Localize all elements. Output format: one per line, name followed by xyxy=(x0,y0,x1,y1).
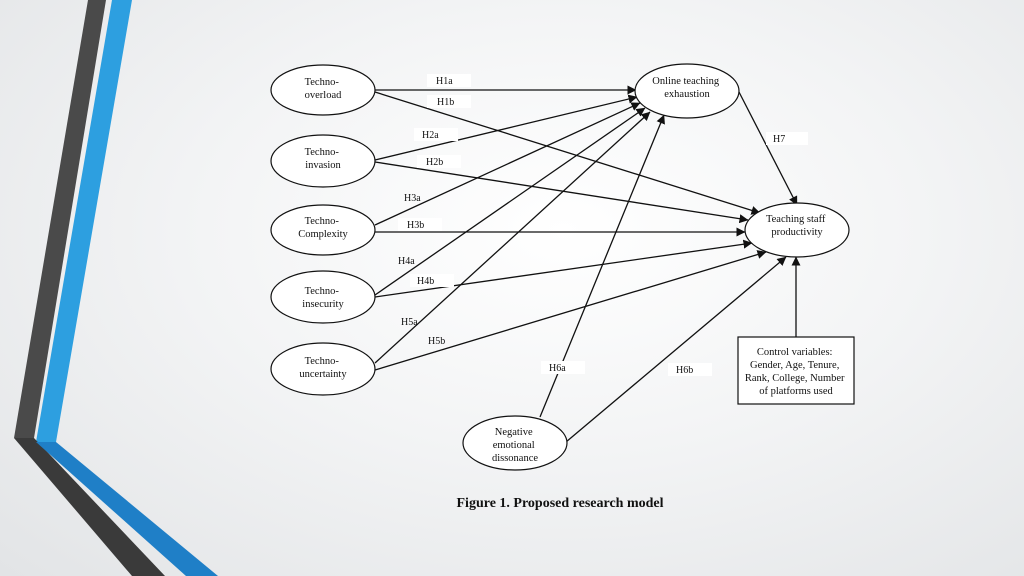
svg-text:Techno- overload: Techno- overload xyxy=(305,77,343,101)
node-line: exhaustion xyxy=(664,89,710,100)
node-teaching-staff-productivity: Teaching staff productivity xyxy=(744,202,850,258)
node-line: productivity xyxy=(771,227,823,238)
node-line: Negative xyxy=(495,427,533,438)
svg-text:Online teaching exhausti: Online teaching exhaustion xyxy=(652,76,721,100)
node-line: uncertainty xyxy=(299,369,347,380)
node-line: Teaching staff xyxy=(766,214,826,225)
node-line: overload xyxy=(305,90,342,101)
svg-text:Techno- insecurity: Techno- insecurity xyxy=(302,286,344,310)
node-line: insecurity xyxy=(302,299,344,310)
node-line: Rank, College, Number xyxy=(745,373,845,384)
label-h3b: H3b xyxy=(407,220,424,231)
arrow-h2b xyxy=(374,161,749,224)
node-line: Gender, Age, Tenure, xyxy=(750,360,839,371)
label-h1a: H1a xyxy=(436,76,453,87)
node-line: Complexity xyxy=(298,229,348,240)
arrow-h5a xyxy=(374,111,651,364)
arrow-h4a xyxy=(374,107,646,296)
node-line: Techno- xyxy=(305,147,340,158)
node-line: Techno- xyxy=(305,77,340,88)
arrow-h7 xyxy=(738,91,798,206)
label-h6b: H6b xyxy=(676,365,693,376)
svg-text:Techno- Complexity: Techno- Complexity xyxy=(298,216,348,240)
node-line: Control variables: xyxy=(757,347,833,358)
node-online-teaching-exhaustion: Online teaching exhaustion xyxy=(634,63,740,119)
hypothesis-labels: H1a H1b H2a H2b H3a H3b H4a H4b H5a H5b … xyxy=(398,74,808,376)
label-h4a: H4a xyxy=(398,256,415,267)
node-techno-complexity: Techno- Complexity xyxy=(270,204,376,256)
label-h6a: H6a xyxy=(549,363,566,374)
arrow-h4b xyxy=(374,239,753,298)
node-line: of platforms used xyxy=(759,386,833,397)
node-techno-uncertainty: Techno- uncertainty xyxy=(270,342,376,396)
svg-text:Techno- uncertainty: Techno- uncertainty xyxy=(299,356,347,380)
label-h5b: H5b xyxy=(428,336,445,347)
arrow-h3a xyxy=(374,102,641,226)
arrow-h6b xyxy=(565,256,787,443)
node-line: Techno- xyxy=(305,356,340,367)
decorative-stripes xyxy=(14,0,218,576)
node-negative-emotional-dissonance: Negative emotional dissonance xyxy=(462,415,568,471)
svg-text:Control variables: Gende: Control variables: Gender, Age, Tenure, … xyxy=(745,347,847,397)
node-line: Techno- xyxy=(305,286,340,297)
label-h4b: H4b xyxy=(417,276,434,287)
svg-text:Techno- invasion: Techno- invasion xyxy=(305,147,342,171)
svg-text:Teaching staff productiv: Teaching staff productivity xyxy=(766,214,828,238)
svg-text:Negative emotional: Negative emotional dissonance xyxy=(492,427,538,464)
node-line: Online teaching xyxy=(652,76,720,87)
node-techno-invasion: Techno- invasion xyxy=(270,134,376,188)
arrows xyxy=(374,85,801,443)
node-line: invasion xyxy=(305,160,341,171)
figure-caption: Figure 1. Proposed research model xyxy=(456,496,664,511)
label-h2b: H2b xyxy=(426,157,443,168)
node-line: Techno- xyxy=(305,216,340,227)
label-h7: H7 xyxy=(773,134,785,145)
label-h2a: H2a xyxy=(422,130,439,141)
node-techno-overload: Techno- overload xyxy=(270,64,376,116)
node-techno-insecurity: Techno- insecurity xyxy=(270,270,376,324)
arrow-h1b xyxy=(374,91,761,215)
arrow-h2a xyxy=(374,94,638,161)
node-line: emotional xyxy=(493,440,535,451)
control-variables-box: Control variables: Gender, Age, Tenure, … xyxy=(737,336,855,405)
label-h5a: H5a xyxy=(401,317,418,328)
label-h1b: H1b xyxy=(437,97,454,108)
arrow-h5b xyxy=(374,250,767,371)
label-h3a: H3a xyxy=(404,193,421,204)
node-line: dissonance xyxy=(492,453,538,464)
